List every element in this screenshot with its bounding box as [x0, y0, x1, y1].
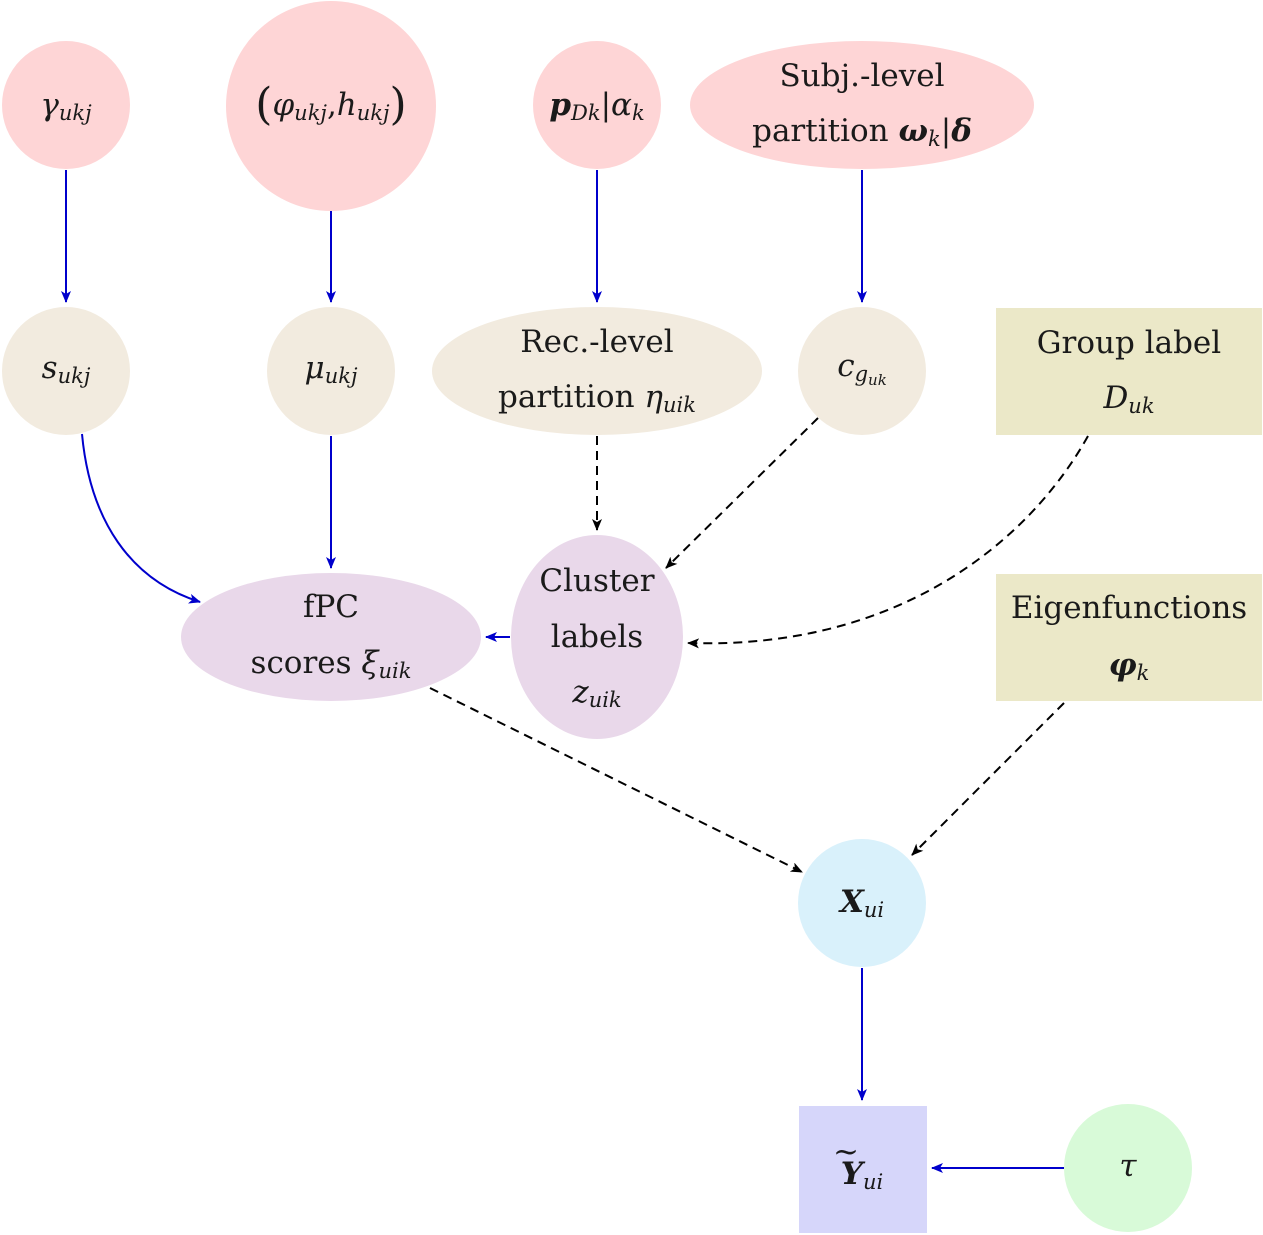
s-symbol: s: [42, 350, 58, 386]
subj-line1: Subj.-level: [779, 58, 944, 94]
s-subscript: ukj: [58, 364, 91, 388]
node-eigenfunctions: Eigenfunctions φk: [996, 574, 1262, 701]
phi-h-lparen: (: [255, 79, 272, 130]
p-subscript: Dk: [570, 101, 601, 125]
d-subscript: uk: [1128, 394, 1154, 418]
svg-text:(φukj,hukj): (φukj,hukj): [255, 79, 406, 130]
h-symbol: h: [337, 87, 357, 123]
z-subscript: uik: [589, 688, 622, 712]
eigen-line1: Eigenfunctions: [1011, 590, 1247, 626]
edge-s-fpc: [81, 433, 201, 604]
node-gamma: γukj: [2, 41, 130, 169]
svg-text:μukj: μukj: [305, 350, 358, 388]
p-bar: |: [601, 87, 611, 123]
fpc-line2: scores: [251, 645, 362, 681]
svg-text:Duk: Duk: [1102, 380, 1154, 418]
subj-line2: partition: [752, 113, 898, 149]
edge-fpc-x: [429, 687, 803, 873]
alpha-symbol: α: [611, 87, 632, 123]
y-subscript: ui: [863, 1170, 883, 1194]
rec-line1: Rec.-level: [520, 324, 673, 360]
svg-text:φk: φk: [1109, 647, 1150, 685]
p-symbol: p: [549, 87, 571, 123]
svg-text:cguk: cguk: [837, 348, 887, 389]
gamma-subscript: ukj: [59, 101, 92, 125]
cluster-line1: Cluster: [539, 563, 654, 599]
mu-symbol: μ: [305, 350, 325, 386]
c-symbol: c: [837, 348, 854, 384]
c-subscript: g: [855, 362, 868, 386]
node-y: ~ Yui: [799, 1106, 927, 1233]
phi-symbol: φ: [272, 87, 294, 123]
omega-symbol: ω: [898, 113, 928, 149]
xi-symbol: ξ: [361, 645, 380, 681]
node-phi-h: (φukj,hukj): [226, 1, 436, 211]
omega-subscript: k: [928, 127, 941, 151]
edge-eigen-x: [911, 702, 1065, 856]
svg-text:zuik: zuik: [571, 674, 621, 712]
eigen-phi-symbol: φ: [1109, 647, 1137, 683]
svg-text:partition ηuik: partition ηuik: [498, 379, 696, 417]
gamma-symbol: γ: [40, 87, 59, 123]
edge-group-cluster: [687, 435, 1089, 649]
subj-bar: |: [941, 113, 951, 149]
phi-h-rparen: ): [390, 79, 407, 130]
group-line1: Group label: [1037, 325, 1221, 361]
fpc-line1: fPC: [303, 589, 359, 625]
node-fpc-scores: fPC scores ξuik: [181, 573, 481, 701]
node-c: cguk: [798, 307, 926, 435]
svg-text:partition ωk|δ: partition ωk|δ: [752, 113, 972, 151]
node-p: pDk|αk: [533, 41, 661, 169]
svg-text:sukj: sukj: [42, 350, 91, 388]
phi-subscript: ukj: [294, 101, 327, 125]
node-tau: τ: [1064, 1104, 1192, 1232]
y-tilde: ~: [833, 1134, 859, 1170]
node-rec-partition: Rec.-level partition ηuik: [432, 307, 762, 435]
node-mu: μukj: [267, 307, 395, 435]
eta-subscript: uik: [663, 393, 696, 417]
node-subj-partition: Subj.-level partition ωk|δ: [690, 41, 1034, 169]
alpha-subscript: k: [632, 101, 645, 125]
c-subsubscript: uk: [868, 371, 887, 389]
h-subscript: ukj: [357, 101, 390, 125]
tau-symbol: τ: [1119, 1148, 1137, 1184]
edge-c-cluster: [665, 417, 819, 569]
d-symbol: D: [1102, 380, 1128, 416]
svg-text:γukj: γukj: [40, 87, 92, 125]
x-symbol: X: [838, 884, 866, 920]
node-cluster-labels: Cluster labels zuik: [511, 535, 683, 739]
eigen-phi-subscript: k: [1137, 661, 1150, 685]
cluster-line2: labels: [551, 619, 643, 655]
delta-symbol: δ: [950, 113, 972, 149]
node-group-label: Group label Duk: [996, 308, 1262, 435]
x-subscript: ui: [864, 898, 884, 922]
rec-line2: partition: [498, 379, 644, 415]
mu-subscript: ukj: [325, 364, 358, 388]
y-symbol: Y: [841, 1156, 866, 1192]
eta-symbol: η: [644, 379, 663, 415]
phi-h-comma: ,: [327, 87, 337, 123]
node-x: Xui: [798, 839, 926, 967]
node-s: sukj: [2, 307, 130, 435]
z-symbol: z: [571, 674, 589, 710]
svg-text:Yui: Yui: [841, 1156, 883, 1194]
svg-text:scores ξuik: scores ξuik: [251, 645, 412, 683]
svg-text:Xui: Xui: [838, 884, 884, 922]
svg-text:pDk|αk: pDk|αk: [549, 87, 644, 125]
xi-subscript: uik: [378, 659, 411, 683]
